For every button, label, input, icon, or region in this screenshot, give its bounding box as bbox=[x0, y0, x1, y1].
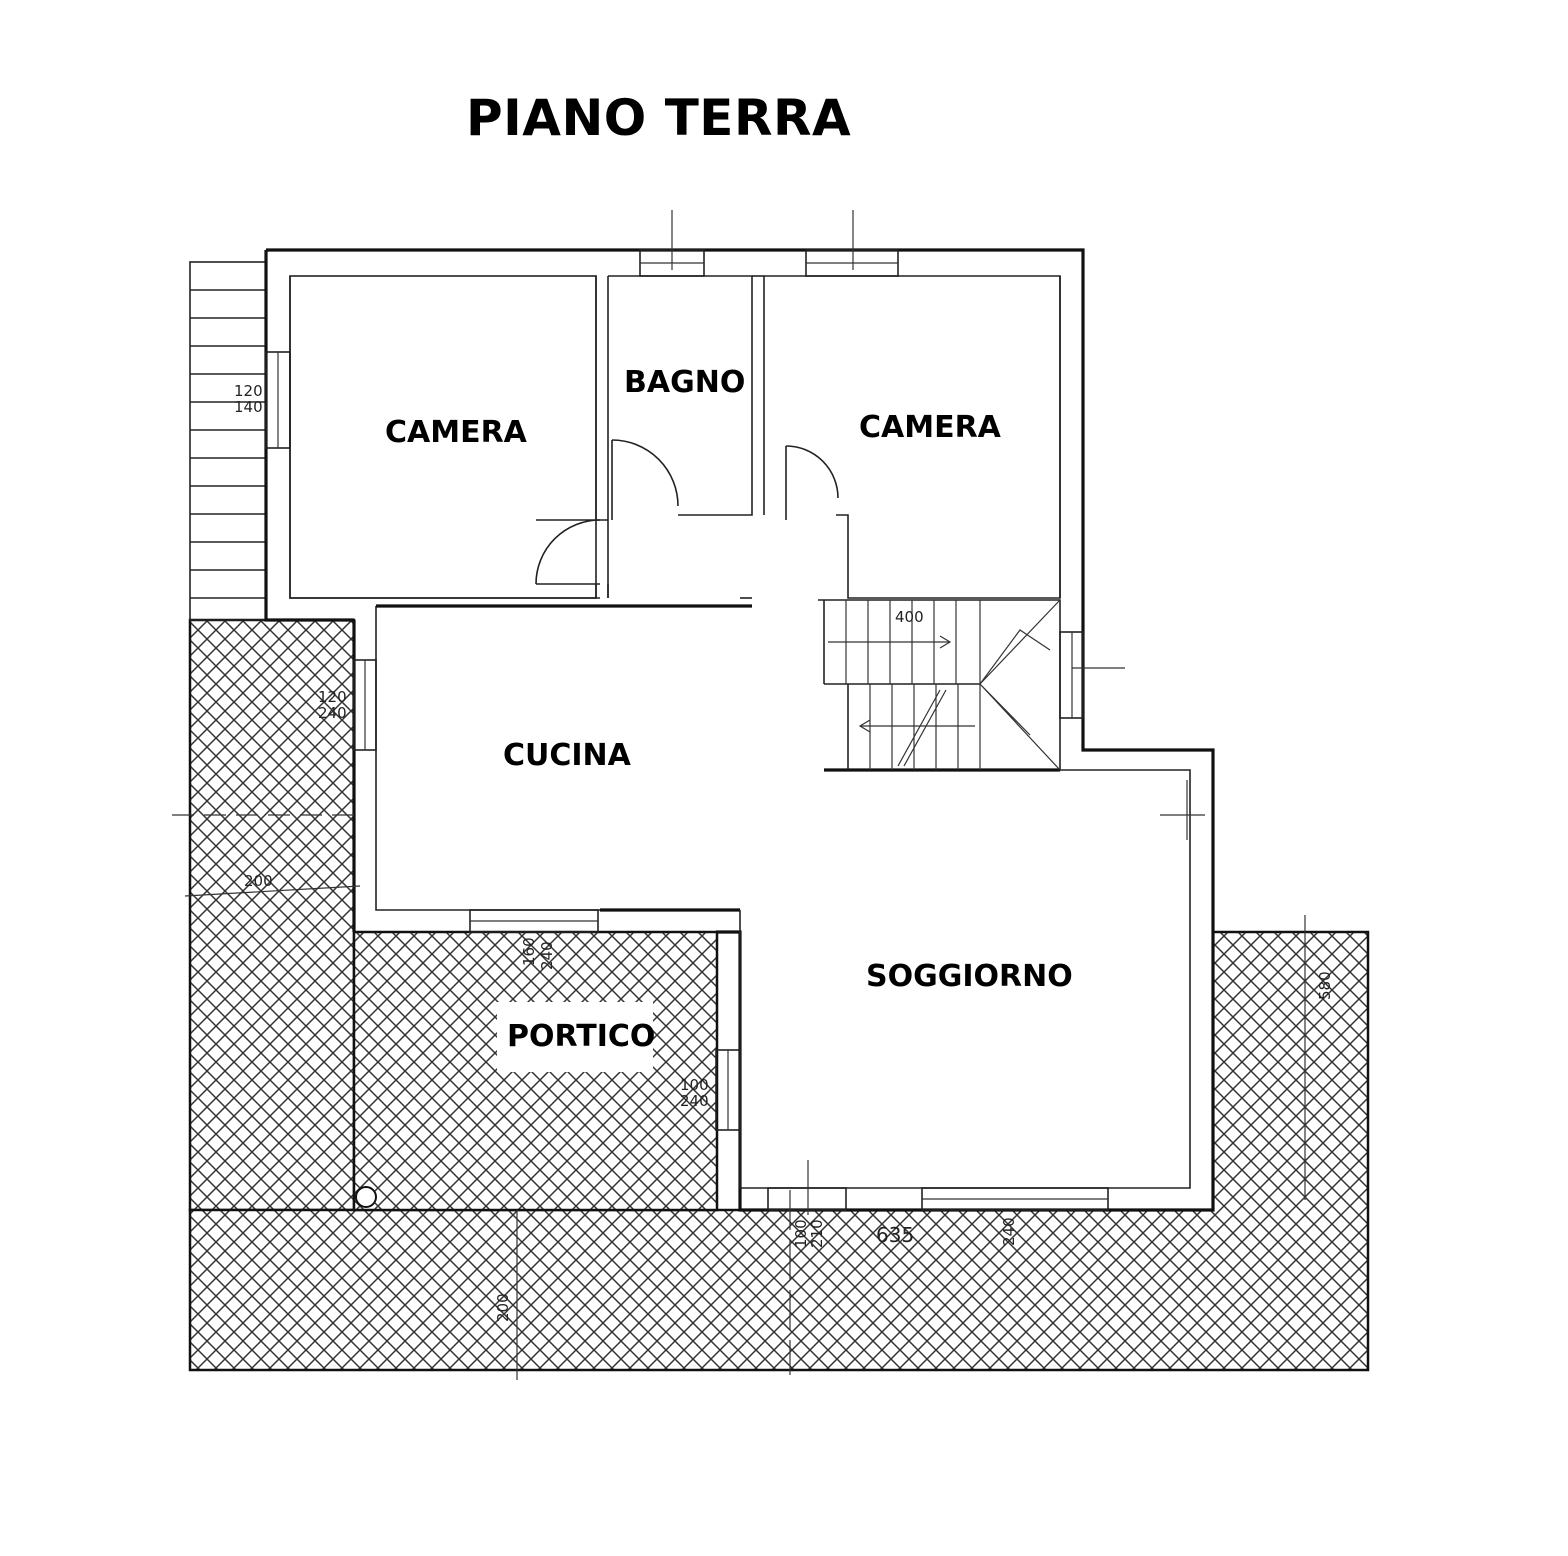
terrace-area bbox=[188, 618, 1370, 1372]
room-label-soggiorno: SOGGIORNO bbox=[866, 959, 1073, 994]
portico-label-bg bbox=[497, 1002, 653, 1072]
dim-label: 635 bbox=[876, 1223, 914, 1247]
dim-label: 200 bbox=[494, 1293, 512, 1322]
dim-label: 120 bbox=[234, 382, 263, 400]
dim-label: 400 bbox=[895, 608, 924, 626]
plan-title: PIANO TERRA bbox=[466, 89, 851, 147]
dim-label: 140 bbox=[234, 398, 263, 416]
room-label-cucina: CUCINA bbox=[503, 738, 632, 773]
downspout-symbol bbox=[355, 1186, 377, 1208]
dim-label: 240 bbox=[680, 1092, 709, 1110]
dim-label: 210 bbox=[808, 1219, 826, 1248]
dim-label: 240 bbox=[1000, 1217, 1018, 1246]
dim-label: 200 bbox=[244, 872, 273, 890]
room-label-camera-left: CAMERA bbox=[385, 415, 528, 450]
dim-label: 100 bbox=[792, 1219, 810, 1248]
dim-label: 240 bbox=[318, 704, 347, 722]
doors bbox=[535, 439, 839, 585]
dim-label: 100 bbox=[680, 1076, 709, 1094]
room-label-portico: PORTICO bbox=[507, 1019, 655, 1054]
room-label-camera-right: CAMERA bbox=[859, 410, 1002, 445]
dim-label: 240 bbox=[538, 941, 556, 970]
dimension-labels: 120 140 400 120 240 200 160 240 100 240 … bbox=[234, 382, 1334, 1322]
dim-label: 580 bbox=[1316, 971, 1334, 1000]
external-steps bbox=[189, 261, 267, 621]
dimension-lines bbox=[172, 814, 1306, 1380]
room-label-bagno: BAGNO bbox=[624, 365, 745, 400]
windows bbox=[265, 210, 1205, 1215]
internal-staircase bbox=[818, 599, 1061, 772]
dim-label: 160 bbox=[520, 937, 538, 966]
dim-label: 120 bbox=[318, 688, 347, 706]
